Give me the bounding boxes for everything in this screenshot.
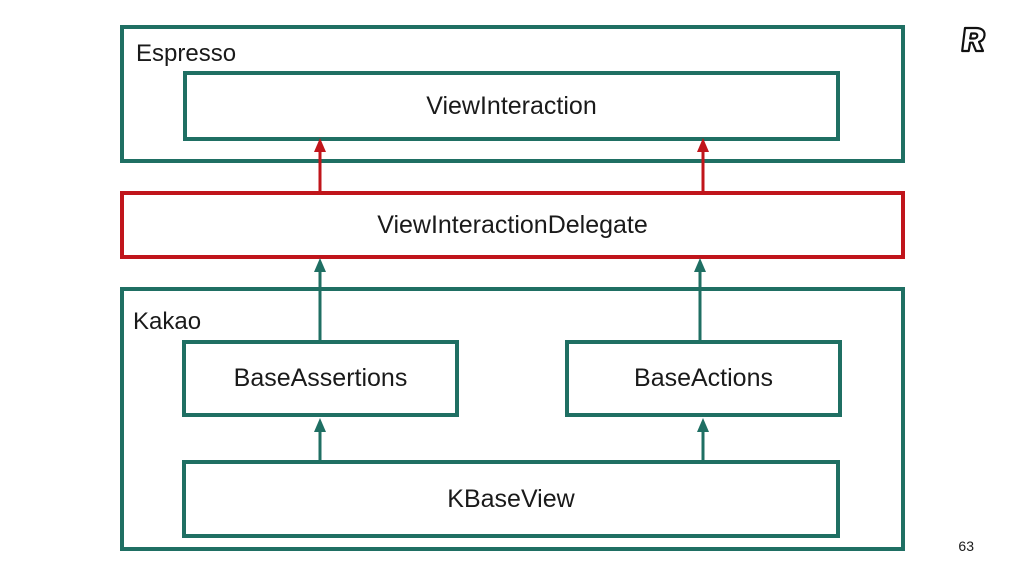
espresso-group — [120, 25, 905, 163]
kakao-label: Kakao — [133, 308, 202, 335]
page-number: 63 — [958, 538, 974, 554]
espresso-label: Espresso — [136, 40, 237, 67]
view-interaction-box: ViewInteraction — [183, 71, 840, 141]
kakao-group — [120, 287, 905, 551]
kbase-view-box: KBaseView — [182, 460, 840, 538]
view-interaction-delegate-box: ViewInteractionDelegate — [120, 191, 905, 259]
r-logo-icon — [961, 26, 986, 53]
base-actions-box: BaseActions — [565, 340, 842, 417]
base-assertions-box: BaseAssertions — [182, 340, 459, 417]
